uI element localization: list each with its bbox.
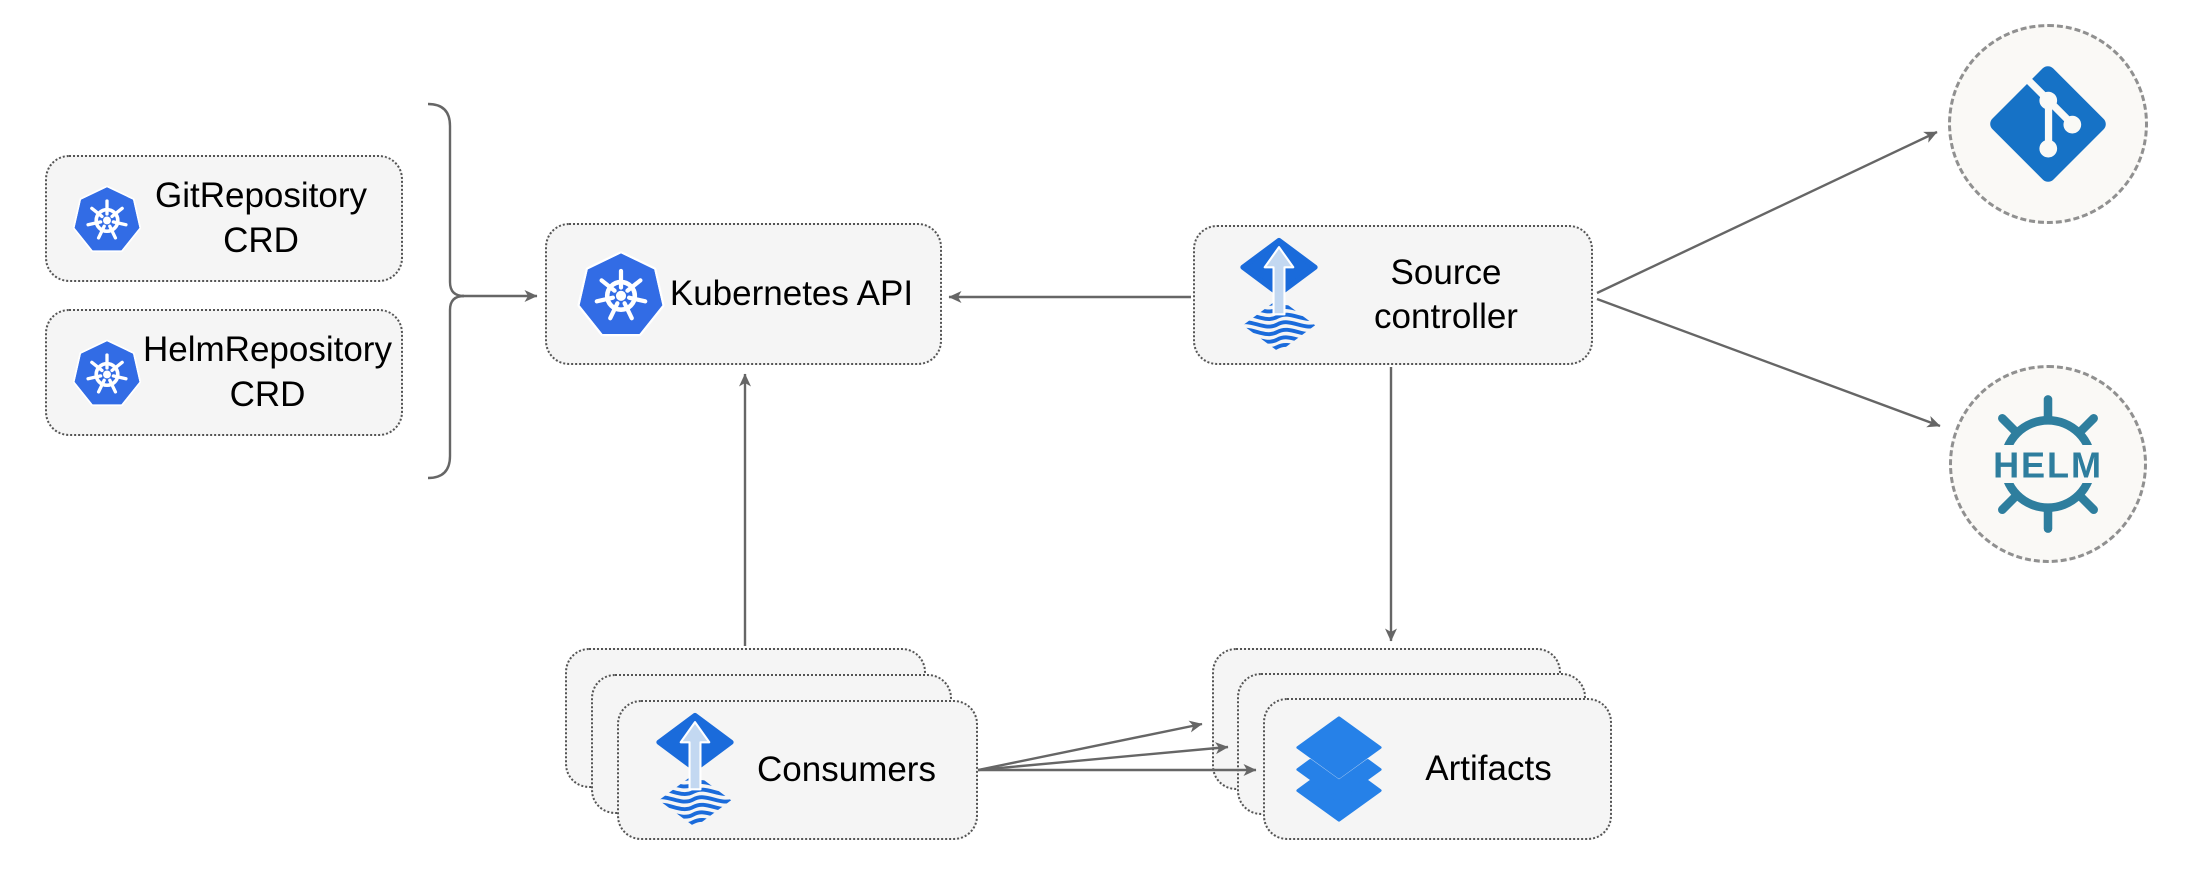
artifacts-label: Artifacts [1425, 748, 1552, 788]
node-git [1948, 24, 2148, 224]
layers-icon [1291, 714, 1387, 825]
connector-consumers-to-artifacts-1 [977, 720, 1203, 772]
consumers-label: Consumers [757, 749, 936, 789]
source-controller-label: Source controller [1374, 252, 1518, 336]
node-helm: HELM [1949, 365, 2147, 563]
node-helmrepository-crd: HelmRepository CRD [45, 309, 403, 436]
helmrepository-crd-label: HelmRepository CRD [143, 330, 392, 414]
node-source-controller: Source controller [1193, 225, 1593, 365]
kubernetes-icon [71, 337, 143, 409]
flux-source-controller-icon [1237, 236, 1321, 354]
kubernetes-api-label: Kubernetes API [669, 273, 914, 313]
git-icon [1990, 66, 2106, 182]
connector-source-controller-to-git [1596, 130, 1938, 295]
connector-consumers-to-artifacts-2 [977, 742, 1229, 772]
kubernetes-icon [71, 183, 143, 255]
node-artifacts: Artifacts [1263, 698, 1612, 840]
gitrepository-crd-label: GitRepository CRD [154, 176, 368, 260]
flux-source-controller-icon [653, 711, 737, 829]
helm-wordmark: HELM [1993, 444, 2103, 485]
kubernetes-icon [575, 248, 667, 340]
node-kubernetes-api: Kubernetes API [545, 223, 942, 365]
node-gitrepository-crd: GitRepository CRD [45, 155, 403, 282]
crd-group-bracket-top [427, 102, 465, 298]
connector-source-controller-to-helm [1596, 297, 1941, 428]
helm-icon: HELM [1973, 395, 2123, 533]
crd-group-bracket-bottom [427, 294, 465, 480]
node-consumers: Consumers [617, 700, 978, 840]
